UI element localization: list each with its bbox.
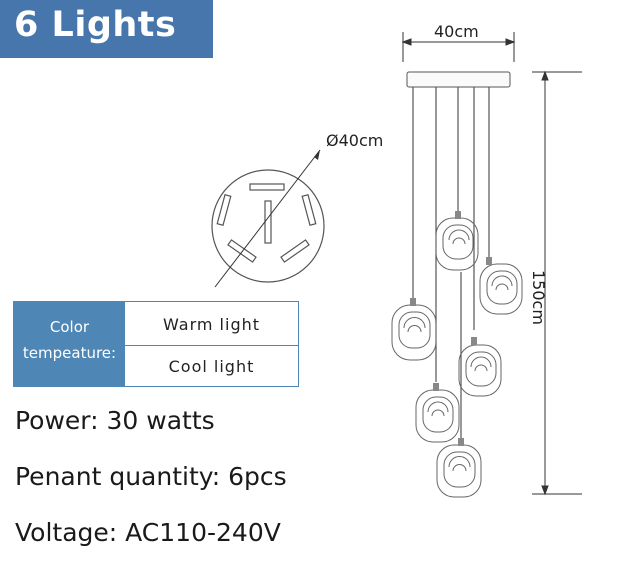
title-banner: 6 Lights xyxy=(0,0,213,58)
pendant-cords xyxy=(412,87,490,438)
power-spec: Power: 30 watts xyxy=(15,406,215,435)
diameter-label: Ø40cm xyxy=(326,131,384,150)
width-dimension xyxy=(401,32,516,62)
height-dimension xyxy=(532,70,582,496)
shade-2 xyxy=(479,257,523,315)
width-label: 40cm xyxy=(434,22,479,41)
color-temperature-table: Color tempeature: Warm light Cool light xyxy=(13,301,299,387)
cool-light-option: Cool light xyxy=(125,345,298,388)
shade-3 xyxy=(391,298,437,361)
quantity-spec: Penant quantity: 6pcs xyxy=(15,462,287,491)
warm-light-option: Warm light xyxy=(162,315,261,334)
height-label: 150cm xyxy=(529,270,548,325)
header-line-2: tempeature: xyxy=(22,344,117,362)
voltage-spec: Voltage: AC110-240V xyxy=(15,518,281,547)
canopy xyxy=(406,71,511,88)
shade-1 xyxy=(435,211,479,271)
page-title: 6 Lights xyxy=(14,5,177,45)
canopy-plan-view xyxy=(211,149,325,288)
shade-6 xyxy=(436,438,482,498)
shade-5 xyxy=(415,383,460,443)
color-temperature-header: Color tempeature: xyxy=(14,302,125,386)
shade-4 xyxy=(458,337,502,397)
header-line-1: Color xyxy=(49,318,90,336)
pendant-shades xyxy=(391,211,523,498)
